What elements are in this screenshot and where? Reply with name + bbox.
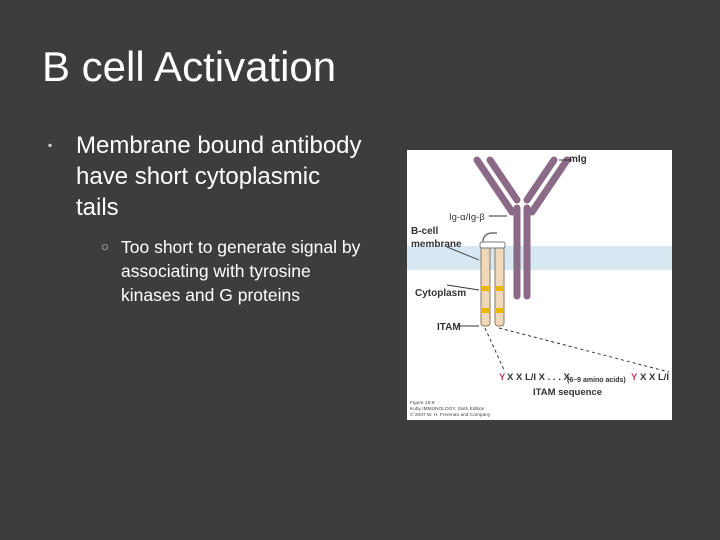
itam-sequence-line: Y X X L/I X . . . X (6–9 amino acids) Y …: [499, 372, 669, 384]
itam-mark: [495, 286, 504, 291]
itam-sequence-label: ITAM sequence: [533, 387, 602, 398]
bcr-diagram-figure: mIg Ig-α/Ig-β B-cell membrane Cytoplasm …: [407, 150, 672, 420]
ig-alpha-beta-label: Ig-α/Ig-β: [449, 212, 485, 223]
itam-label: ITAM: [437, 322, 461, 333]
bullet-marker-icon: ▪: [48, 138, 53, 152]
itam-expansion-lines: [484, 327, 670, 373]
mig-label: mIg: [569, 154, 587, 165]
seq-motif-2: X X L/I: [640, 372, 669, 383]
bcr-diagram: mIg Ig-α/Ig-β B-cell membrane Cytoplasm …: [407, 154, 672, 418]
sub-bullet-item: ○ Too short to generate signal by associ…: [76, 235, 368, 307]
cytoplasm-label: Cytoplasm: [415, 288, 466, 299]
caption-line: Figure 15-8: [410, 400, 435, 406]
bullet-item: ▪ Membrane bound antibody have short cyt…: [48, 130, 368, 223]
cell-membrane: [407, 246, 672, 270]
caption-line: Kuby IMMUNOLOGY, Sixth Edition: [410, 406, 485, 412]
seq-tyrosine-1: Y: [499, 372, 506, 383]
leader-lines: [446, 159, 572, 327]
itam-mark: [495, 308, 504, 313]
circle-bullet-icon: ○: [101, 239, 109, 254]
membrane-label: membrane: [411, 239, 462, 250]
itam-mark: [481, 286, 490, 291]
itam-mark: [481, 308, 490, 313]
caption-line: © 2007 W. H. Freeman and Company: [410, 411, 491, 418]
mig-antibody: [473, 156, 571, 300]
seq-motif-1: X X L/I X . . . X: [507, 372, 570, 383]
sub-bullet-text: Too short to generate signal by associat…: [121, 237, 361, 305]
ig-alpha-beta-heterodimer: [479, 232, 506, 327]
bullet-text: Membrane bound antibody have short cytop…: [76, 132, 362, 221]
figure-caption: Figure 15-8 Kuby IMMUNOLOGY, Sixth Editi…: [410, 400, 491, 418]
seq-spacer: (6–9 amino acids): [567, 377, 626, 384]
slide-title: B cell Activation: [42, 43, 337, 90]
bcell-label: B-cell: [411, 226, 438, 237]
seq-tyrosine-2: Y: [631, 372, 638, 383]
bullet-list: ▪ Membrane bound antibody have short cyt…: [48, 130, 368, 307]
